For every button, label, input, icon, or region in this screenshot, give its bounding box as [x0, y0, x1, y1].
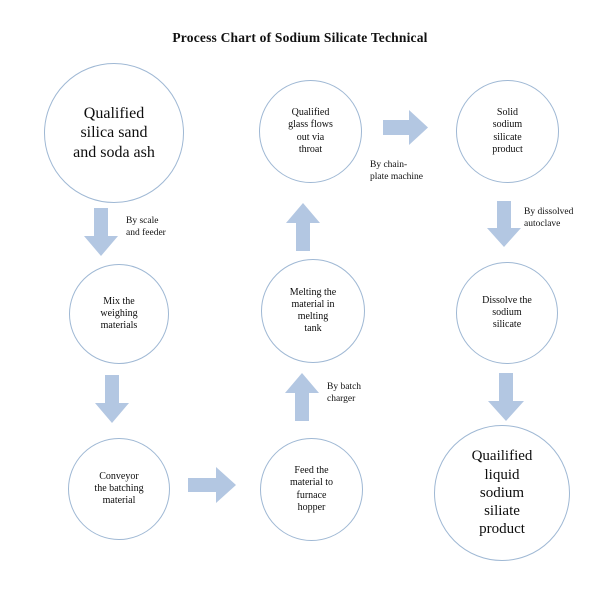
node-qualified-liquid-product: Quailified liquid sodium siliate product [434, 425, 570, 561]
arrow-melting-to-glass-up-icon [286, 203, 320, 251]
arrow-raw-to-mix-down-icon [84, 208, 118, 256]
node-label: Qualified glass flows out via throat [288, 107, 333, 155]
node-label: Qualified silica sand and soda ash [73, 104, 155, 161]
node-solid-sodium-silicate-product: Solid sodium silicate product [456, 80, 559, 183]
page-title: Process Chart of Sodium Silicate Technic… [172, 30, 428, 45]
node-mix-weighing-materials: Mix the weighing materials [69, 264, 169, 364]
arrow-label-by-scale-and-feeder: By scale and feeder [126, 216, 166, 238]
node-label: Quailified liquid sodium siliate product [471, 448, 533, 538]
node-melting-material: Melting the material in melting tank [261, 259, 365, 363]
node-label: Conveyor the batching material [94, 470, 144, 507]
node-label: Mix the weighing materials [100, 295, 138, 332]
node-dissolve-sodium-silicate: Dissolve the sodium silicate [456, 262, 558, 364]
node-label: Melting the material in melting tank [289, 286, 337, 335]
arrow-glass-to-solid-right-icon [383, 110, 428, 145]
arrow-label-by-chain-plate-machine: By chain- plate machine [370, 160, 424, 182]
node-conveyor-batching-material: Conveyor the batching material [68, 438, 170, 540]
arrow-label-by-dissolved-autoclave: By dissolved autoclave [524, 207, 574, 229]
node-feed-material-furnace-hopper: Feed the material to furnace hopper [260, 438, 363, 541]
node-label: Feed the material to furnace hopper [289, 465, 334, 513]
node-label: Dissolve the sodium silicate [482, 294, 532, 331]
node-label: Solid sodium silicate product [492, 107, 523, 155]
arrow-conveyor-to-feed-right-icon [188, 467, 236, 503]
arrow-feed-to-melting-up-icon [285, 373, 319, 421]
node-qualified-raw-materials: Qualified silica sand and soda ash [44, 63, 184, 203]
arrow-label-by-batch-charger: By batch charger [327, 382, 362, 404]
arrow-mix-to-conveyor-down-icon [95, 375, 129, 423]
node-qualified-glass-flows: Qualified glass flows out via throat [259, 80, 362, 183]
arrow-dissolve-to-liquid-down-icon [488, 373, 524, 421]
arrow-solid-to-dissolve-down-icon [487, 201, 521, 247]
